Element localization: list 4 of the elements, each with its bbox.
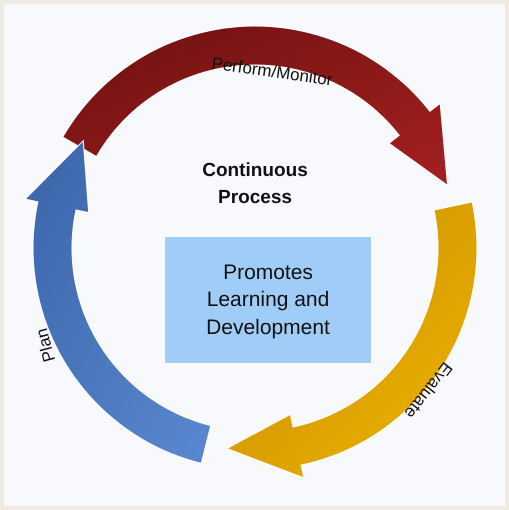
arrow-label: Perform/Monitor (210, 54, 334, 90)
center-box: Promotes Learning and Development (165, 237, 371, 363)
center-heading: Continuous Process (201, 159, 309, 210)
arrow-label: Plan (32, 326, 60, 364)
